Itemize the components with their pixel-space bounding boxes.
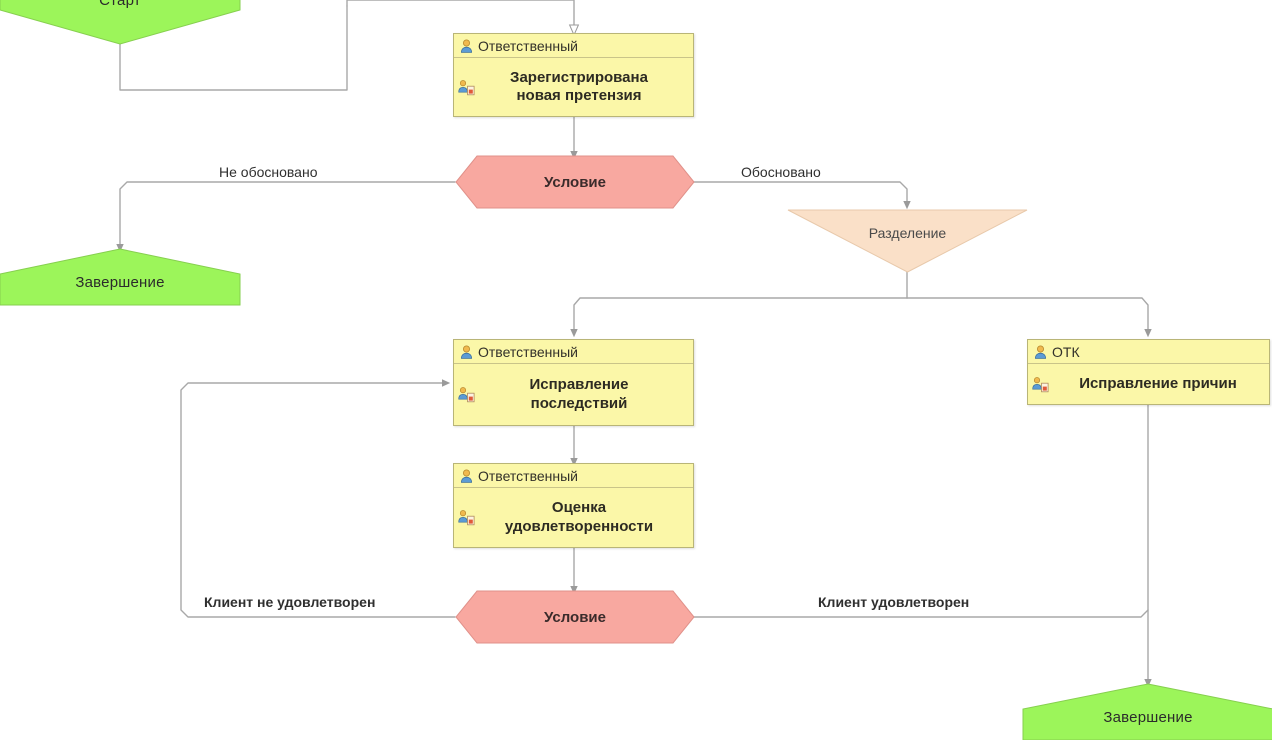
edge-label-client-satisfied: Клиент удовлетворен: [818, 594, 970, 610]
node-fix-effects-role: Ответственный: [478, 343, 578, 360]
node-fix-causes-body: Исправление причин: [1028, 364, 1269, 404]
node-fix-effects-label: Исправление последствий: [479, 376, 687, 413]
node-start[interactable]: Старт: [0, 0, 241, 45]
node-satisfaction-body: Оценка удовлетворенности: [454, 488, 693, 547]
node-fix-effects-line2: последствий: [530, 394, 628, 412]
person-icon: [460, 345, 473, 359]
condition-1-shape: [455, 155, 695, 209]
person-icon: [460, 39, 473, 53]
node-end-left[interactable]: Завершение: [0, 248, 241, 306]
edge-condition2-satisfied: [693, 609, 1149, 618]
node-condition-2[interactable]: Условие: [455, 590, 695, 644]
node-condition-1[interactable]: Условие: [455, 155, 695, 209]
edge-condition1-justified: [693, 181, 911, 210]
edge-split-to-fix-effects: [570, 297, 908, 338]
edge-label-client-not-satisfied: Клиент не удовлетворен: [204, 594, 376, 610]
node-registered-claim-body: Зарегистрирована новая претензия: [454, 58, 693, 116]
node-registered-claim-line1: Зарегистрирована: [510, 68, 648, 86]
edge-label-not-justified: Не обосновано: [219, 164, 318, 180]
condition-2-shape: [455, 590, 695, 644]
end-left-shape: [0, 248, 241, 306]
node-fix-causes-label: Исправление причин: [1079, 374, 1237, 392]
node-condition-1-label: Условие: [543, 173, 606, 191]
node-registered-claim-line2: новая претензия: [516, 87, 642, 104]
node-end-right[interactable]: Завершение: [1022, 683, 1272, 740]
node-fix-effects-header: Ответственный: [454, 340, 693, 364]
node-satisfaction[interactable]: Ответственный Оценка удовлетворенности: [453, 463, 694, 548]
node-fix-causes-role: ОТК: [1052, 343, 1080, 360]
node-fix-causes[interactable]: ОТК Исправление причин: [1027, 339, 1270, 405]
person-document-icon: [458, 79, 475, 96]
edge-split-to-fix-causes: [906, 297, 1152, 338]
node-satisfaction-label: Оценка удовлетворенности: [479, 499, 687, 536]
node-fix-effects-body: Исправление последствий: [454, 364, 693, 425]
node-fix-effects[interactable]: Ответственный Исправление последствий: [453, 339, 694, 426]
node-end-right-label: Завершение: [1103, 709, 1193, 727]
node-registered-claim[interactable]: Ответственный Зарегистрирована новая пре…: [453, 33, 694, 117]
node-registered-claim-label: Зарегистрирована новая претензия: [479, 69, 687, 106]
node-fix-causes-header: ОТК: [1028, 340, 1269, 364]
node-condition-2-label: Условие: [543, 608, 606, 626]
node-satisfaction-line1: Оценка: [551, 499, 607, 517]
edge-start-to-registered-head: [346, 0, 580, 37]
end-right-shape: [1022, 683, 1272, 740]
edge-condition1-not-justified: [116, 181, 456, 253]
edge-label-justified: Обосновано: [741, 164, 821, 180]
node-satisfaction-role: Ответственный: [478, 467, 578, 484]
node-end-left-label: Завершение: [75, 274, 165, 292]
node-registered-claim-role: Ответственный: [478, 37, 578, 54]
node-fix-effects-line1: Исправление: [529, 376, 629, 394]
node-start-label: Старт: [99, 0, 141, 9]
node-satisfaction-line2: удовлетворенности: [504, 517, 654, 535]
edge-condition2-not-satisfied: [180, 379, 456, 618]
person-icon: [460, 469, 473, 483]
person-document-icon: [458, 509, 475, 526]
node-split[interactable]: Разделение: [787, 209, 1028, 273]
node-satisfaction-header: Ответственный: [454, 464, 693, 488]
person-icon: [1034, 345, 1047, 359]
start-shape: [0, 0, 241, 45]
person-document-icon: [458, 386, 475, 403]
split-shape: [787, 209, 1028, 273]
node-registered-claim-header: Ответственный: [454, 34, 693, 58]
person-document-icon: [1032, 376, 1049, 393]
node-split-label: Разделение: [868, 225, 947, 241]
